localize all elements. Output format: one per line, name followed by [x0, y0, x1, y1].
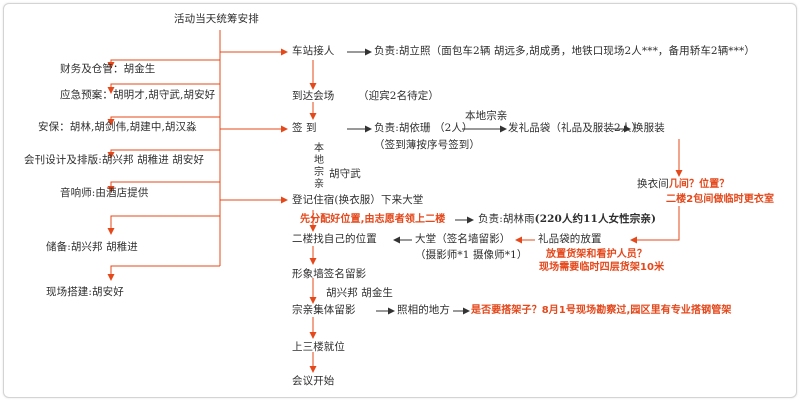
gift-bag-node: 发礼品袋（礼品及服装2人） — [508, 122, 642, 134]
changing-room-node: 换衣间几间？位置？ — [637, 178, 729, 191]
signin-responsible-note: 负责:胡依珊 （2人） — [374, 122, 473, 134]
branch-design — [107, 149, 220, 159]
branch-finance — [107, 59, 220, 69]
meeting-start-node: 会议开始 — [292, 375, 335, 387]
emergency-plan-label: 应急预案：胡明才,胡守武,胡安好 — [60, 89, 216, 101]
station-pickup-node: 车站接人 — [292, 45, 335, 57]
hu-shouwu-label: 胡守武 — [329, 168, 361, 180]
changing-room-label: 换衣间 — [637, 178, 669, 190]
station-responsible-note: 负责:胡立照（面包车2辆 胡远多,胡成勇，地铁口现场2人***，备用轿车2辆**… — [374, 45, 755, 57]
security-label: 安保：胡林,胡剑伟,胡建中,胡汉淼 — [38, 121, 197, 133]
onsite-setup-label: 现场搭建:胡安好 — [46, 286, 124, 298]
lobby-signwall-node: 大堂（签名墙留影） — [415, 233, 511, 245]
branch-sound — [107, 181, 220, 193]
floor3-node: 上三楼就位 — [292, 341, 345, 353]
arrive-venue-node: 到达会场 — [292, 90, 335, 102]
greeter-note: （迎宾2名待定） — [358, 90, 439, 102]
group-photo-node: 宗亲集体留影 — [292, 304, 356, 316]
changing-room-question: 几间？位置？ — [668, 179, 730, 190]
branch-reserve — [107, 215, 220, 235]
changing-room-answer: 二楼2包间做临时更衣室 — [666, 194, 775, 205]
diagram-frame — [3, 3, 797, 398]
hotel-checkin-node: 登记住宿(换衣服）下来大堂 — [292, 194, 424, 206]
gift-placement-node: 礼品袋的放置 — [538, 233, 602, 245]
sound-engineer-label: 音响师:由酒店提供 — [60, 187, 149, 199]
floor2-seat-node: 二楼找自己的位置 — [292, 233, 377, 245]
design-layout-label: 会刊设计及排版:胡兴邦 胡稚进 胡安好 — [24, 154, 205, 166]
rack-question: 放置货架和看护人员？ — [546, 249, 647, 260]
diagram-title: 活动当天统筹安排 — [174, 13, 259, 25]
signin-node: 签 到 — [292, 122, 317, 134]
branch-setup — [107, 265, 220, 281]
finance-manager-label: 财务及仓管：胡金生 — [60, 63, 156, 75]
branch-security — [107, 116, 220, 126]
local-clan-label: 本地宗亲 — [465, 110, 508, 122]
scaffold-question: 是否要搭架子？8月1号现场勘察过,园区里有专业搭钢管架 — [471, 305, 732, 316]
branch-emergency — [107, 83, 220, 94]
assign-count: (220人约11人女性宗亲) — [534, 213, 657, 225]
signin-order-note: （签到薄按序号签到） — [374, 139, 480, 151]
photographer-note: （摄影师*1 摄像师*1） — [415, 249, 528, 261]
local-clan-vertical-label: 本地宗亲 — [314, 143, 325, 190]
photo-location-node: 照相的地方 — [397, 304, 450, 316]
volunteer-assign-note: 先分配好位置,由志愿者领上二楼 — [300, 214, 446, 225]
assign-lead: 负责:胡林雨 — [478, 213, 535, 225]
image-wall-node: 形象墙签名留影 — [292, 268, 367, 280]
reserve-label: 储备:胡兴邦 胡稚进 — [46, 241, 138, 253]
room-to-giftplace — [630, 206, 680, 244]
change-clothes-node: 换服装 — [633, 122, 665, 134]
image-wall-people: 胡兴邦 胡金生 — [326, 287, 394, 299]
assign-responsible-label: 负责:胡林雨(220人约11人女性宗亲) — [478, 213, 656, 226]
rack-requirement-note: 现场需要临时四层货架10米 — [539, 262, 665, 273]
